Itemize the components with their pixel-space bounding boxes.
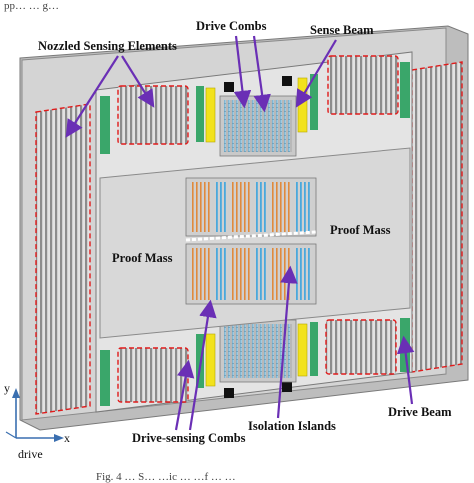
top-left-sensing-element (117, 85, 189, 145)
bottom-right-sensing-element (325, 319, 397, 375)
left-outer-sensing-element (35, 103, 91, 415)
bottom-left-sensing-element (117, 347, 189, 403)
top-drive-comb-block (219, 95, 297, 157)
top-right-sensing-element (327, 55, 399, 115)
label-drive-beam: Drive Beam (388, 405, 452, 419)
anchors (224, 76, 292, 398)
top-text-fragment: pp… … g… (4, 0, 59, 12)
label-proof-mass-right: Proof Mass (330, 223, 391, 237)
axis-y-label: y (4, 381, 10, 395)
label-proof-mass-left: Proof Mass (112, 251, 173, 265)
axis-x-label: x (64, 431, 70, 445)
label-isolation-islands: Isolation Islands (248, 419, 336, 433)
axis-triad: y x drive (4, 381, 70, 461)
bottom-drive-comb-block (219, 319, 297, 383)
annotation-arrows (65, 35, 415, 431)
right-outer-sensing-element (411, 61, 463, 373)
label-drive-combs: Drive Combs (196, 19, 267, 33)
label-nozzled-sensing-elements: Nozzled Sensing Elements (38, 39, 177, 53)
label-sense-beam: Sense Beam (310, 23, 374, 37)
label-drive-sensing-combs: Drive-sensing Combs (132, 431, 246, 445)
proof-mass-plate (99, 147, 411, 339)
central-comb-array (185, 177, 317, 305)
caption-fragment: Fig. 4 … S… …ic … …f … … (96, 471, 236, 483)
axis-drive-label: drive (18, 447, 43, 461)
